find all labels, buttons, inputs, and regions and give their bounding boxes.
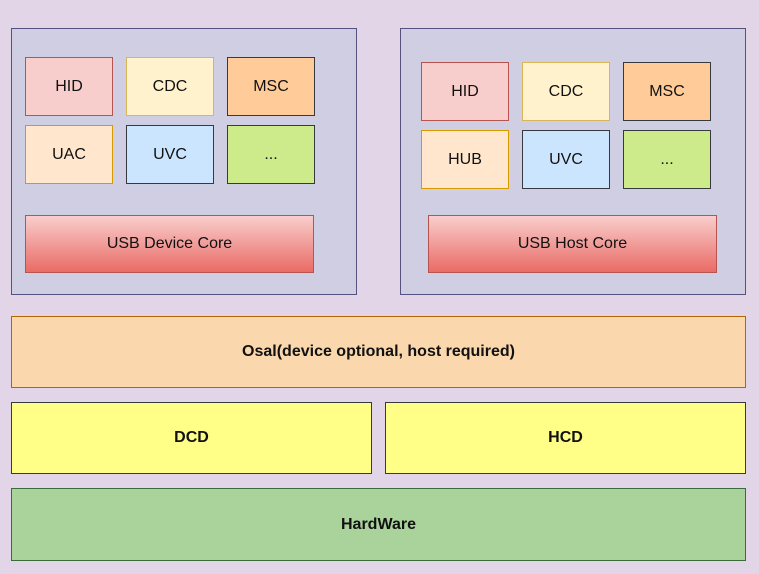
module-label: CDC (152, 77, 188, 95)
module-label: CDC (548, 82, 584, 100)
device-more-box[interactable]: ... (227, 125, 315, 184)
device-uac-box[interactable]: UAC (25, 125, 113, 184)
device-cdc-box[interactable]: CDC (126, 57, 214, 116)
module-label: MSC (253, 77, 289, 95)
dcd-label: DCD (174, 429, 209, 446)
hardware-label: HardWare (341, 515, 416, 533)
module-label: HUB (448, 150, 482, 168)
device-uvc-box[interactable]: UVC (126, 125, 214, 184)
hcd-layer[interactable]: HCD (385, 402, 746, 474)
host-uvc-box[interactable]: UVC (522, 130, 610, 189)
module-label: UVC (549, 150, 583, 168)
module-label: ... (264, 145, 278, 163)
module-label: ... (660, 150, 674, 168)
osal-label: Osal(device optional, host required) (242, 343, 515, 360)
osal-layer[interactable]: Osal(device optional, host required) (11, 316, 746, 388)
dcd-layer[interactable]: DCD (11, 402, 372, 474)
device-msc-box[interactable]: MSC (227, 57, 315, 116)
module-label: HID (55, 77, 83, 95)
core-label: USB Device Core (106, 235, 233, 252)
usb-device-core-box[interactable]: USB Device Core (25, 215, 314, 273)
host-cdc-box[interactable]: CDC (522, 62, 610, 121)
core-label: USB Host Core (517, 235, 628, 252)
hardware-layer[interactable]: HardWare (11, 488, 746, 561)
module-label: UAC (52, 145, 86, 163)
module-label: MSC (649, 82, 685, 100)
usb-host-core-box[interactable]: USB Host Core (428, 215, 717, 273)
host-more-box[interactable]: ... (623, 130, 711, 189)
host-hid-box[interactable]: HID (421, 62, 509, 121)
host-msc-box[interactable]: MSC (623, 62, 711, 121)
host-hub-box[interactable]: HUB (421, 130, 509, 189)
module-label: HID (451, 82, 479, 100)
hcd-label: HCD (548, 429, 583, 446)
module-label: UVC (153, 145, 187, 163)
device-hid-box[interactable]: HID (25, 57, 113, 116)
